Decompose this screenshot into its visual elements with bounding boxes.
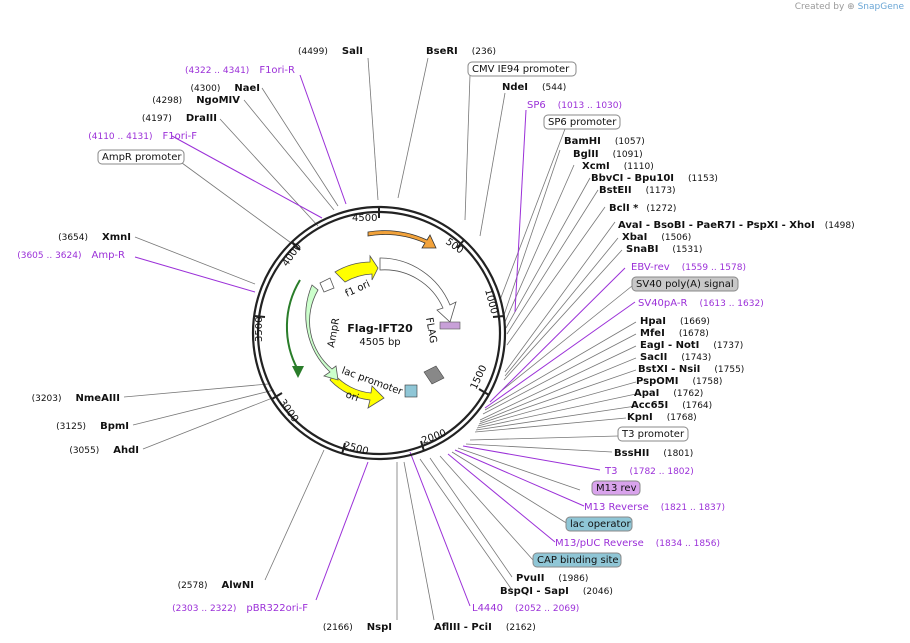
flag-tag	[439, 321, 461, 330]
feature-label-f1-ori: f1 ori	[344, 279, 372, 300]
lac-operator-feature	[404, 384, 418, 398]
enzyme-label: XbaI(1506)	[622, 232, 691, 243]
tick-label: 4000	[280, 242, 304, 269]
ticks	[253, 207, 505, 455]
primer-label: (4322 .. 4341)F1ori-R	[185, 65, 295, 76]
enzyme-label: (4298)NgoMIV	[152, 95, 240, 106]
box-cap-binding-site: CAP binding site	[537, 555, 619, 566]
box-t3-promoter: T3 promoter	[621, 429, 685, 440]
leader-lines	[123, 57, 637, 621]
enzyme-label: SacII(1743)	[640, 352, 711, 363]
primer-label: (2303 .. 2322)pBR322ori-F	[172, 603, 308, 614]
enzyme-label: MfeI(1678)	[640, 328, 709, 339]
cds-arrow	[379, 257, 457, 323]
ori-arrow	[329, 373, 385, 409]
primer-label: (3605 .. 3624)Amp-R	[17, 250, 125, 261]
enzyme-label: EagI - NotI(1737)	[640, 340, 743, 351]
enzyme-label: BamHI(1057)	[564, 136, 645, 147]
primer-label: SV40pA-R(1613 .. 1632)	[638, 298, 764, 309]
primer-label: M13 Reverse(1821 .. 1837)	[584, 502, 725, 513]
enzyme-label: AvaI - BsoBI - PaeR7I - PspXI - XhoI(149…	[618, 220, 855, 231]
enzyme-label: (3055)AhdI	[69, 445, 139, 456]
enzyme-label: (4197)DraIII	[142, 113, 217, 124]
enzyme-label: BstXI - NsiI(1755)	[638, 364, 744, 375]
amp-promoter-feature	[319, 277, 335, 293]
primer-labels: (4322 .. 4341)F1ori-R (4110 .. 4131)F1or…	[17, 65, 764, 614]
enzyme-label: BglII(1091)	[573, 149, 643, 160]
snapgene-logo-icon: ⊕	[847, 2, 855, 12]
enzyme-label: PvuII(1986)	[516, 573, 588, 584]
tick-label: 3500	[254, 317, 265, 342]
plasmid-length: 4505 bp	[359, 337, 400, 348]
primer-label: T3(1782 .. 1802)	[604, 466, 694, 477]
enzyme-label: BclI *(1272)	[609, 203, 676, 214]
box-ampr-promoter: AmpR promoter	[102, 152, 182, 163]
enzyme-label: SnaBI(1531)	[626, 244, 702, 255]
primer-label: EBV-rev(1559 .. 1578)	[631, 262, 746, 273]
box-sp6-promoter: SP6 promoter	[548, 117, 617, 128]
enzyme-label: (3654)XmnI	[58, 232, 131, 243]
ampr-outer-arrow	[285, 279, 301, 371]
enzyme-label: BspQI - SapI(2046)	[500, 586, 613, 597]
enzyme-label: (3125)BpmI	[56, 421, 129, 432]
enzyme-label: BssHII(1801)	[614, 448, 693, 459]
ampr-outer-arrowhead-icon	[292, 366, 304, 378]
enzyme-label: HpaI(1669)	[640, 316, 710, 327]
box-cmv-ie94-promoter: CMV IE94 promoter	[472, 64, 570, 75]
feature-label-flag: FLAG	[423, 317, 438, 344]
snapgene-credit: Created by ⊕ SnapGene	[794, 2, 904, 12]
f1-ori-arrow	[334, 254, 379, 283]
enzyme-label: (2578)AlwNI	[178, 580, 254, 591]
enzyme-label: (3203)NmeAIII	[32, 393, 120, 404]
tick-label: 1000	[482, 288, 499, 315]
tick-label: 4500	[352, 213, 377, 224]
enzyme-label: Acc65I(1764)	[631, 400, 712, 411]
enzyme-label: BbvCI - Bpu10I(1153)	[591, 173, 718, 184]
plasmid-name: Flag-IFT20	[347, 322, 413, 335]
feature-label-ampr: AmpR	[326, 317, 342, 348]
primer-label: (4110 .. 4131)F1ori-F	[88, 131, 197, 142]
primer-label: L4440(2052 .. 2069)	[472, 603, 579, 614]
primer-label: M13/pUC Reverse(1834 .. 1856)	[555, 538, 720, 549]
enzyme-label: BseRI(236)	[426, 46, 496, 57]
enzyme-label: (2166)NspI	[323, 622, 392, 633]
enzyme-label: ApaI(1762)	[634, 388, 703, 399]
enzyme-label: XcmI(1110)	[582, 161, 654, 172]
box-sv40-polya-signal: SV40 poly(A) signal	[636, 279, 734, 290]
ampr-arrow	[305, 284, 339, 381]
enzyme-label: BstEII(1173)	[599, 185, 676, 196]
primer-leader-lines	[134, 74, 636, 607]
cmv-promoter-arrow	[367, 230, 437, 249]
enzyme-label: (4499)SalI	[298, 46, 363, 57]
enzyme-label: NdeI(544)	[502, 82, 566, 93]
enzymes-right: BseRI(236) NdeI(544) BamHI(1057) BglII(1…	[426, 46, 855, 633]
enzyme-label: AflIII - PciI(2162)	[434, 622, 536, 633]
box-lac-operator: lac operator	[570, 519, 631, 530]
sv40-feature	[423, 365, 445, 385]
tick-label: 2000	[420, 428, 448, 447]
primer-label: SP6(1013 .. 1030)	[527, 100, 622, 111]
enzymes-left: (4499)SalI (4300)NaeI (4298)NgoMIV (4197…	[32, 46, 392, 633]
boxed-labels: CMV IE94 promoter SP6 promoter SV40 poly…	[97, 61, 739, 568]
enzyme-label: (4300)NaeI	[190, 83, 260, 94]
box-m13-rev: M13 rev	[596, 483, 637, 494]
enzyme-label: KpnI(1768)	[627, 412, 697, 423]
enzyme-label: PspOMI(1758)	[636, 376, 722, 387]
feature-label-ori: ori	[344, 389, 360, 404]
